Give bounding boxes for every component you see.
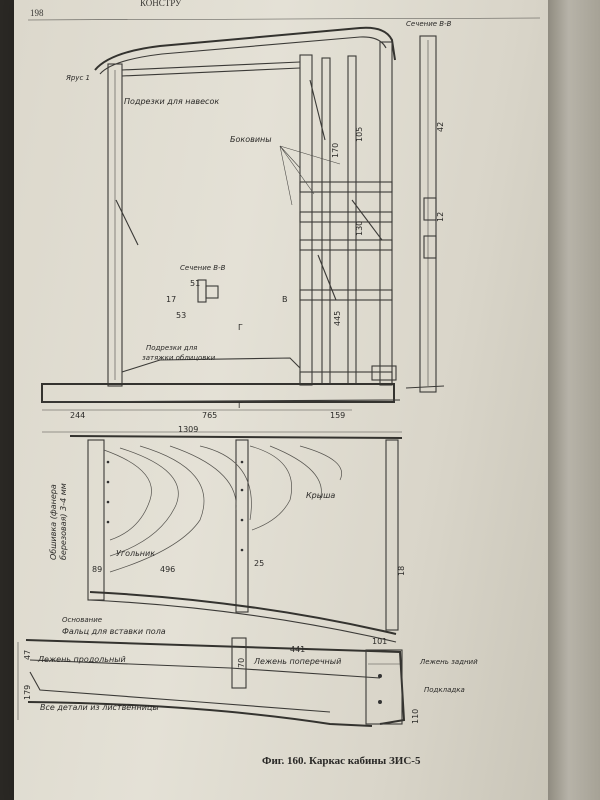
label-cross-beam-right: Лежень задний [419,658,478,666]
base-view [17,637,406,727]
page-number: 198 [30,8,44,18]
svg-text:25: 25 [254,559,264,568]
svg-text:12: 12 [436,212,445,222]
svg-text:496: 496 [160,565,175,574]
label-longitudinal-beam: Лежень продольный [37,655,126,664]
svg-text:101: 101 [372,637,387,646]
label-plywood-2: березовая) 3-4 мм [59,483,68,560]
running-title: КОНСТРУ [140,0,182,8]
binding-edge [0,0,14,800]
label-base: Основание [62,616,102,624]
figure-caption: Фиг. 160. Каркас кабины ЗИС-5 [262,755,421,767]
svg-text:159: 159 [330,411,345,420]
svg-text:17: 17 [166,295,176,304]
svg-text:441: 441 [290,645,305,654]
svg-text:110: 110 [411,709,420,724]
svg-text:244: 244 [70,411,85,420]
adjacent-page [548,0,600,800]
svg-text:130: 130 [355,221,364,236]
svg-text:Г: Г [238,401,243,410]
svg-text:18: 18 [397,566,406,576]
svg-text:51: 51 [190,279,200,288]
svg-text:179: 179 [23,685,32,700]
label-sidewalls: Боковины [230,135,272,144]
label-facing-struts-1: Подрезки для [146,344,197,352]
header-rule [27,17,541,21]
svg-text:53: 53 [176,311,186,320]
svg-text:Г: Г [238,323,243,332]
section-label-top: Сечение В-В [406,20,452,28]
label-pad: Подкладка [424,686,465,694]
roof-plan-view [69,435,403,643]
label-frame: Ярус 1 [65,74,90,82]
svg-text:445: 445 [333,311,342,326]
dimension-row: 244 765 1309 159 [42,409,402,434]
svg-text:В: В [282,295,288,304]
svg-text:765: 765 [202,411,217,420]
label-facing-struts-2: затяжки облицовки [142,354,216,362]
svg-text:1309: 1309 [178,425,198,434]
section-strip-right: Сечение В-В 42 12 [405,20,452,393]
book-page [14,0,548,800]
side-frame-view [41,26,401,403]
section-detail-bb: Сечение В-В 51 53 17 [166,264,226,320]
svg-text:105: 105 [355,127,364,142]
label-all-parts: Все детали из лиственницы [40,703,159,712]
section-label-middle: Сечение В-В [180,264,226,272]
svg-text:70: 70 [237,658,246,668]
label-corner: Угольник [116,549,155,558]
label-plywood-1: Обшивка (фанера [49,484,58,560]
label-cross-beam: Лежень поперечный [253,657,341,666]
svg-text:89: 89 [92,565,102,574]
label-insert-fillet: Фальц для вставки пола [62,627,166,636]
label-awning-struts: Подрезки для навесок [124,97,219,106]
svg-text:170: 170 [331,143,340,158]
label-roof: Крыша [306,491,335,500]
svg-text:42: 42 [436,122,445,132]
svg-text:47: 47 [23,650,32,660]
